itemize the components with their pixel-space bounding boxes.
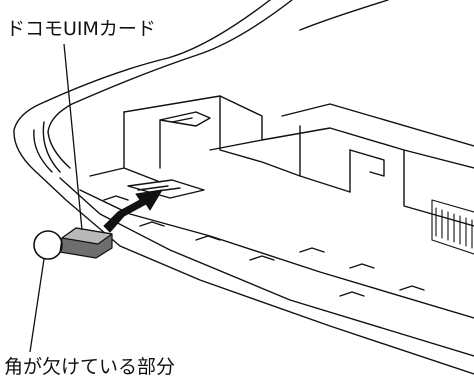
leader-line-uim	[63, 43, 83, 231]
leader-line-notch	[29, 258, 45, 353]
card-slot-recess	[79, 95, 474, 319]
uim-card-label: ドコモUIMカード	[6, 18, 156, 40]
circle-highlight-icon	[33, 230, 63, 260]
device-body	[13, 0, 474, 375]
connector-pins	[431, 199, 474, 255]
leader-lines	[29, 43, 83, 353]
notched-corner-label: 角が欠けている部分	[4, 356, 176, 378]
arrow-right-up-icon	[103, 189, 163, 233]
uim-card	[59, 227, 113, 259]
